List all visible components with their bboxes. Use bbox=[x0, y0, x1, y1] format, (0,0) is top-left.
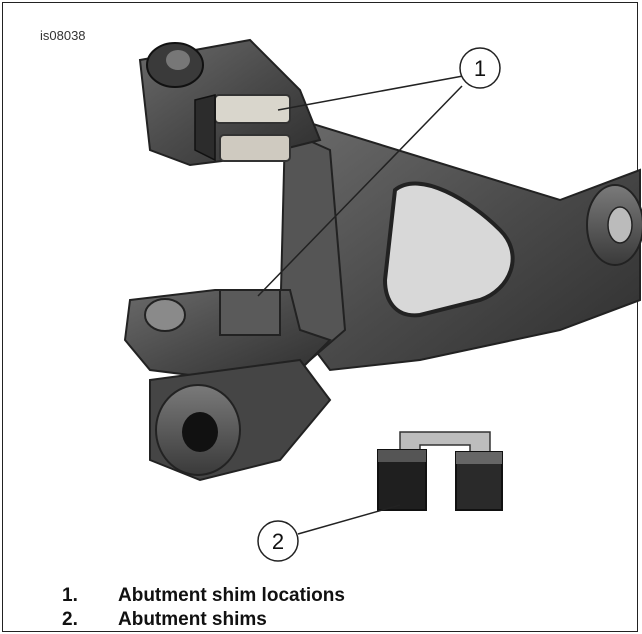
figure-legend: 1. Abutment shim locations 2. Abutment s… bbox=[62, 584, 345, 632]
callout-2-number: 2 bbox=[272, 529, 284, 554]
legend-item: 2. Abutment shims bbox=[62, 608, 345, 632]
upper-shim-top bbox=[214, 94, 291, 124]
legend-number: 1. bbox=[62, 585, 78, 606]
legend-item: 1. Abutment shim locations bbox=[62, 584, 345, 608]
abutment-shims-loose bbox=[377, 431, 503, 511]
upper-shim-bottom bbox=[219, 134, 291, 162]
callout-1-number: 1 bbox=[474, 56, 486, 81]
figure-id: is08038 bbox=[40, 28, 86, 43]
legend-text: Abutment shims bbox=[118, 609, 267, 630]
lower-pin-head bbox=[144, 298, 186, 332]
callout-2: 2 bbox=[257, 504, 401, 562]
legend-number: 2. bbox=[62, 609, 78, 630]
bracket-cutout bbox=[382, 181, 515, 318]
lower-shim-location bbox=[219, 289, 281, 336]
legend-text: Abutment shim locations bbox=[118, 585, 345, 606]
callout-1: 1 bbox=[257, 47, 501, 297]
